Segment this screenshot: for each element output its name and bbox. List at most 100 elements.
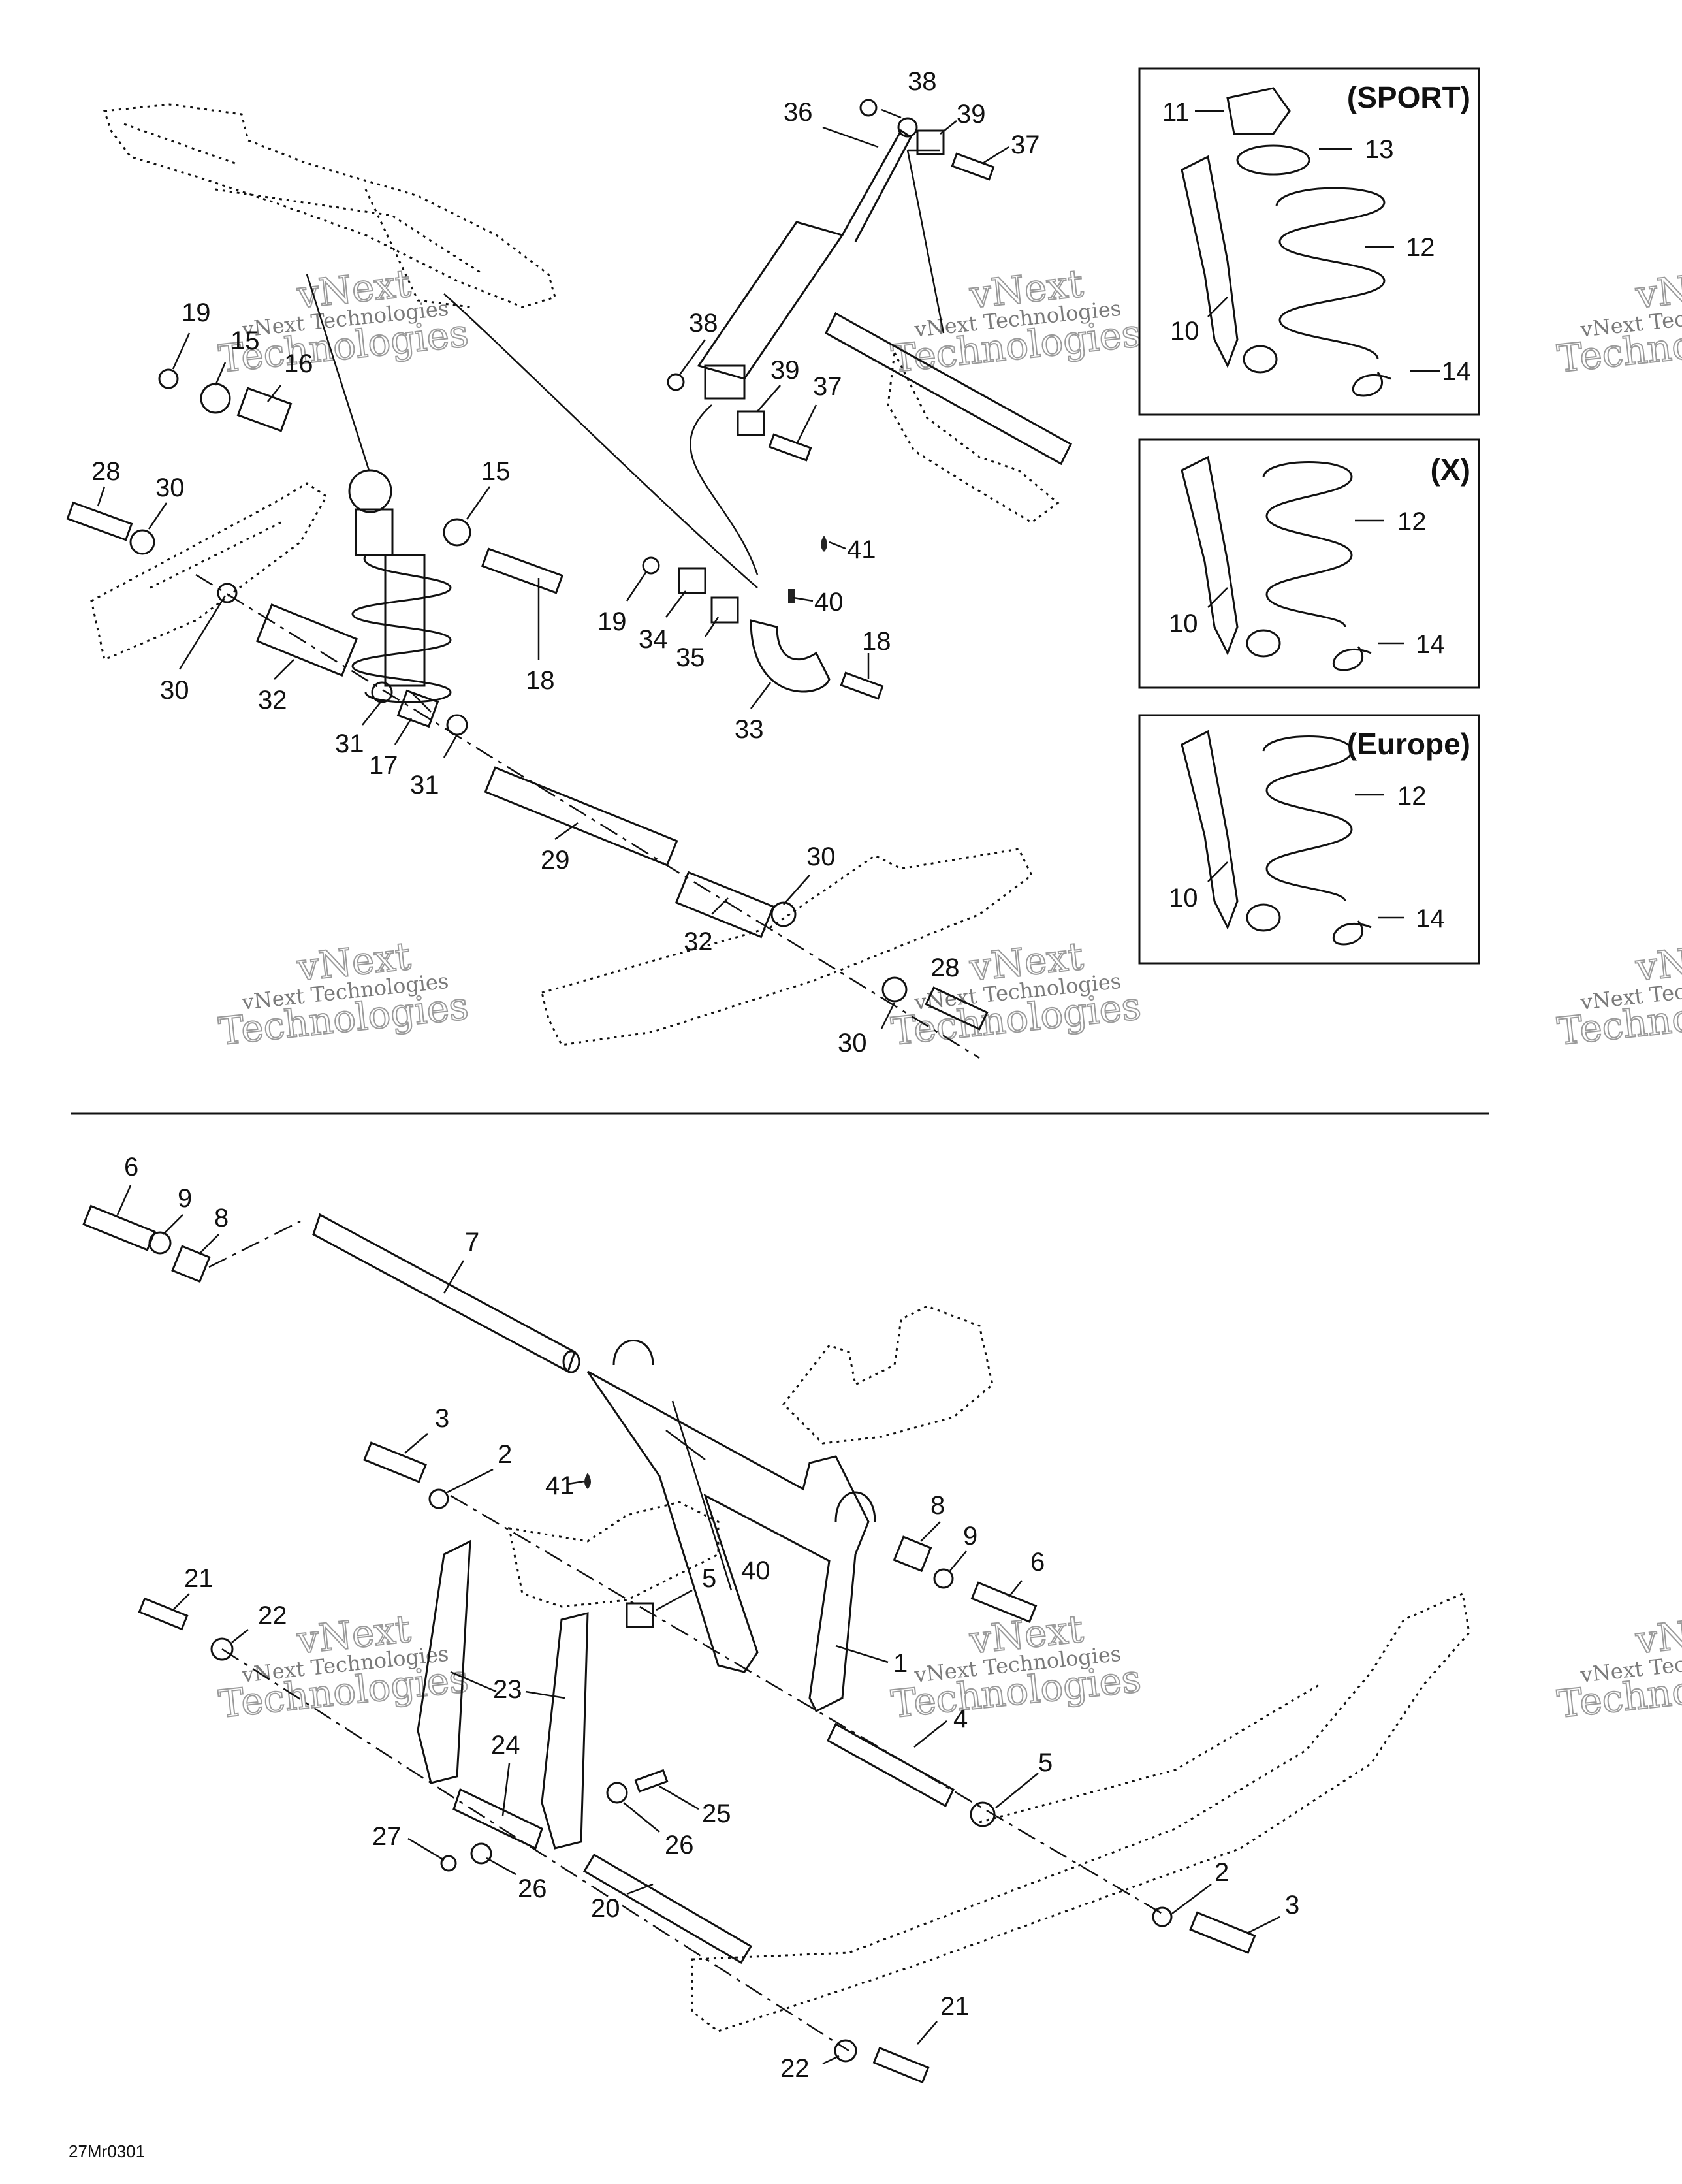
arm-1-loop-right xyxy=(834,1491,876,1522)
callout-label: 2 xyxy=(498,1440,512,1469)
callout-label: 28 xyxy=(930,954,960,982)
washer-2-left xyxy=(428,1488,449,1509)
variant-europe-panel: (Europe) xyxy=(1138,714,1480,965)
callout-label: 14 xyxy=(1416,630,1445,659)
rear-shock-absorber xyxy=(306,274,452,713)
callout-label: 10 xyxy=(1169,884,1198,912)
bolt-28-rear xyxy=(925,986,989,1031)
callout-label: 18 xyxy=(862,627,891,656)
callout-label: 3 xyxy=(435,1404,449,1433)
watermark: vNext vNext Technologies Technologies xyxy=(216,1606,471,1727)
diagram-code: 27Mr0301 xyxy=(69,2142,145,2161)
callout-label: 24 xyxy=(491,1731,520,1759)
coil-spring-12-europe xyxy=(1262,735,1353,902)
callout-label: 10 xyxy=(1169,609,1198,638)
washer-30-right xyxy=(770,901,797,927)
bushing-34 xyxy=(678,567,706,594)
callout-label: 2 xyxy=(1214,1858,1229,1887)
washer-30-rear xyxy=(881,976,908,1003)
shock-bracket xyxy=(750,619,831,693)
callouts-bottom: 6 9 8 7 3 2 41 8 9 6 21 22 5 40 1 23 4 2… xyxy=(124,1153,1299,2083)
callout-label: 26 xyxy=(518,1874,547,1903)
spacer-31-a xyxy=(371,681,393,703)
callout-label: 29 xyxy=(541,846,570,875)
front-frame-tube xyxy=(123,123,484,308)
clip-14-sport xyxy=(1352,372,1391,397)
upper-right-bracket xyxy=(782,1305,994,1445)
right-frame-inner xyxy=(979,1684,1320,1823)
clip-14-europe xyxy=(1332,920,1372,946)
callout-label: 14 xyxy=(1416,905,1445,933)
link-arm-23 xyxy=(417,1539,589,1850)
callout-label: 32 xyxy=(684,927,713,956)
callout-label: 33 xyxy=(735,715,764,744)
callout-label: 10 xyxy=(1170,317,1199,345)
coil-spring-12-sport xyxy=(1275,187,1386,360)
nut-38-top xyxy=(859,99,878,117)
lower-axle-assembly xyxy=(195,573,980,1059)
callout-label: 41 xyxy=(847,536,876,564)
top-section-drawing xyxy=(66,99,1072,1059)
callout-label: 20 xyxy=(591,1894,620,1923)
bolt-21-left xyxy=(138,1597,189,1631)
callouts-x: 12 10 14 xyxy=(1169,507,1445,659)
callout-label: 17 xyxy=(369,751,398,780)
callout-label: 12 xyxy=(1406,233,1435,262)
watermark: vNext vNext Technologies Technologies xyxy=(1555,261,1682,382)
grease-41-bottom xyxy=(584,1473,591,1489)
callout-label: 27 xyxy=(372,1822,402,1851)
callout-label: 30 xyxy=(160,676,189,705)
shock-10-x xyxy=(1181,455,1281,658)
nut-19 xyxy=(158,368,179,389)
bottom-section-drawing xyxy=(82,1204,1470,2084)
shock-10-sport xyxy=(1181,155,1278,374)
callout-label: 11 xyxy=(1162,98,1190,127)
callout-label: 15 xyxy=(481,457,511,486)
bolt-3-right xyxy=(1189,1911,1256,1954)
bolt-18-bracket xyxy=(840,671,884,700)
washer-9-right xyxy=(933,1568,954,1589)
watermark: vNext vNext Technologies Technologies xyxy=(889,261,1144,382)
watermark-group: vNext vNext Technologies Technologies vN… xyxy=(216,261,1682,1727)
variant-x-panel: (X) xyxy=(1138,438,1480,689)
spacer-31-b xyxy=(446,714,468,736)
bolt-3-left xyxy=(363,1441,427,1483)
washer-22-right xyxy=(834,2039,857,2063)
callout-label: 31 xyxy=(410,771,439,799)
shock-10-europe xyxy=(1181,730,1281,932)
callout-label: 12 xyxy=(1397,507,1427,536)
callout-label: 21 xyxy=(940,1992,970,2021)
bolt-18 xyxy=(481,547,564,594)
callout-label: 37 xyxy=(813,372,842,401)
variant-label-europe: (Europe) xyxy=(1347,727,1470,761)
washer-22-left xyxy=(210,1637,234,1661)
callout-label: 41 xyxy=(545,1471,575,1500)
callout-label: 22 xyxy=(258,1601,287,1630)
callout-label: 4 xyxy=(953,1705,968,1733)
washer-30-inner xyxy=(217,583,238,603)
ring-13 xyxy=(1236,144,1310,176)
grease-fitting-40-top xyxy=(788,589,795,603)
callout-label: 15 xyxy=(230,327,260,355)
callout-label: 1 xyxy=(893,1649,908,1678)
callout-label: 6 xyxy=(1030,1548,1045,1577)
callout-label: 8 xyxy=(930,1491,945,1520)
callout-label: 5 xyxy=(1038,1748,1053,1777)
callout-label: 38 xyxy=(689,309,718,338)
callout-label: 26 xyxy=(665,1831,694,1859)
variant-label-x: (X) xyxy=(1431,453,1470,487)
callout-label: 39 xyxy=(957,100,986,129)
callout-label: 6 xyxy=(124,1153,138,1181)
callout-label: 23 xyxy=(493,1675,522,1704)
nut-38-bottom xyxy=(667,373,685,391)
reservoir-shock xyxy=(443,117,918,588)
grease-41-top xyxy=(821,536,827,552)
left-frame-rail xyxy=(508,1501,720,1608)
front-arm-1 xyxy=(586,1370,870,1713)
callout-label: 39 xyxy=(770,356,800,385)
callout-label: 31 xyxy=(335,730,364,758)
callout-label: 34 xyxy=(639,625,668,654)
lower-axle-centerline xyxy=(221,1648,849,2052)
bolt-6-right xyxy=(970,1581,1038,1623)
variant-label-sport: (SPORT) xyxy=(1347,80,1470,114)
